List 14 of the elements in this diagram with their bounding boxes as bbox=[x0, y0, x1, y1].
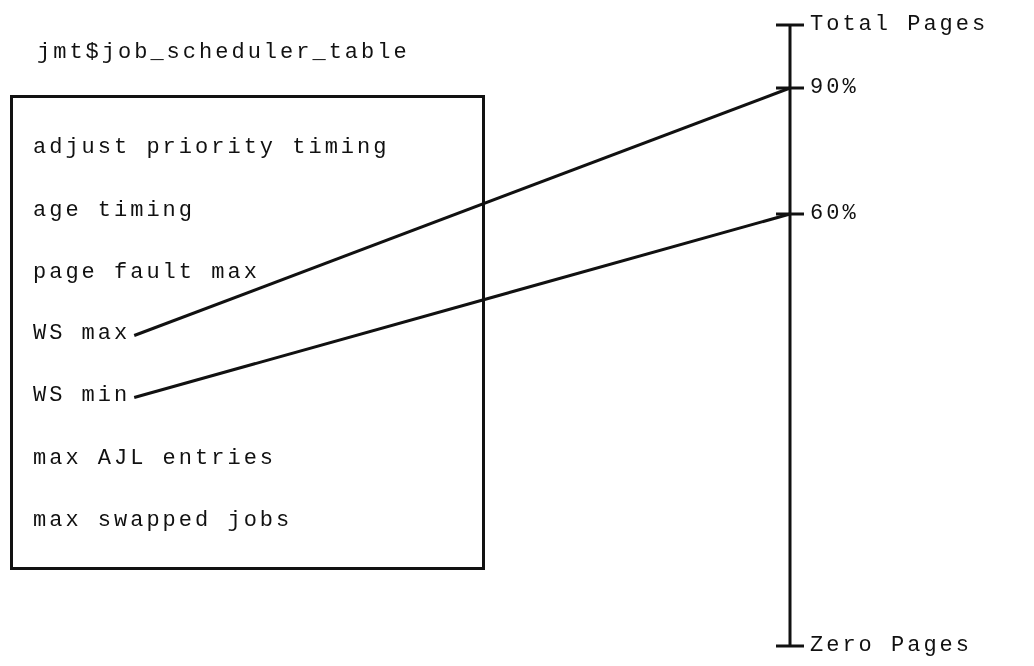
scale-label: Total Pages bbox=[810, 12, 989, 37]
table-title: jmt$job_scheduler_table bbox=[37, 40, 410, 66]
field-name: max AJL entries bbox=[33, 446, 277, 471]
scale-label: 60% bbox=[810, 201, 859, 226]
field-name: age timing bbox=[33, 198, 196, 223]
field-name: WS min bbox=[33, 383, 131, 408]
field-name: max swapped jobs bbox=[33, 508, 293, 533]
leader-line bbox=[133, 212, 791, 399]
field-name: adjust priority timing bbox=[33, 135, 390, 160]
field-name: WS max bbox=[33, 321, 131, 346]
field-name: page fault max bbox=[33, 260, 260, 285]
scale-label: 90% bbox=[810, 75, 859, 100]
leader-line bbox=[133, 86, 791, 337]
scale-label: Zero Pages bbox=[810, 633, 973, 658]
